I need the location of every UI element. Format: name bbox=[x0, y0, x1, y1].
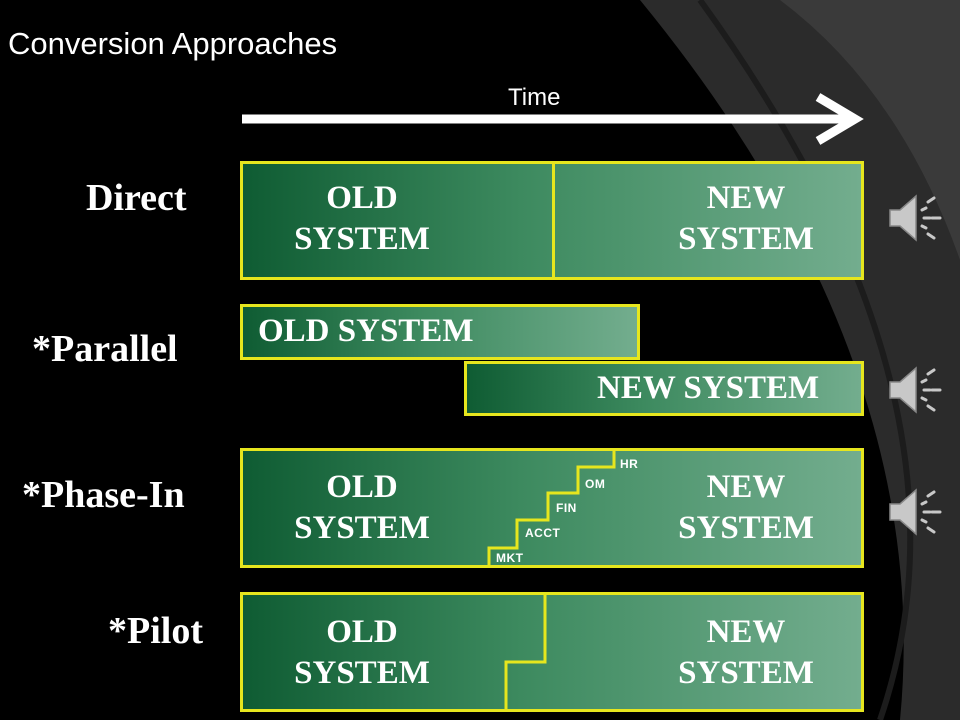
phase-in-label: *Phase-In bbox=[22, 474, 185, 516]
parallel-old-system: OLD SYSTEM bbox=[258, 313, 474, 349]
step-label-fin: FIN bbox=[556, 501, 577, 515]
step-label-acct: ACCT bbox=[525, 526, 561, 540]
speaker-icon[interactable] bbox=[886, 190, 942, 246]
step-label-hr: HR bbox=[620, 457, 639, 471]
pilot-bar bbox=[240, 592, 864, 712]
time-label: Time bbox=[508, 84, 561, 111]
speaker-icon[interactable] bbox=[886, 484, 942, 540]
step-label-mkt: MKT bbox=[496, 551, 524, 565]
parallel-old-bar bbox=[240, 304, 640, 360]
parallel-new-system: NEW SYSTEM bbox=[597, 370, 820, 406]
step-label-om: OM bbox=[585, 477, 606, 491]
speaker-icon[interactable] bbox=[886, 362, 942, 418]
pilot-label: *Pilot bbox=[108, 610, 203, 652]
direct-label: Direct bbox=[86, 177, 187, 219]
slide-title: Conversion Approaches bbox=[8, 26, 338, 61]
direct-divider bbox=[552, 164, 555, 277]
parallel-new-bar bbox=[464, 361, 864, 416]
direct-bar bbox=[240, 161, 864, 280]
parallel-label: *Parallel bbox=[32, 328, 178, 370]
